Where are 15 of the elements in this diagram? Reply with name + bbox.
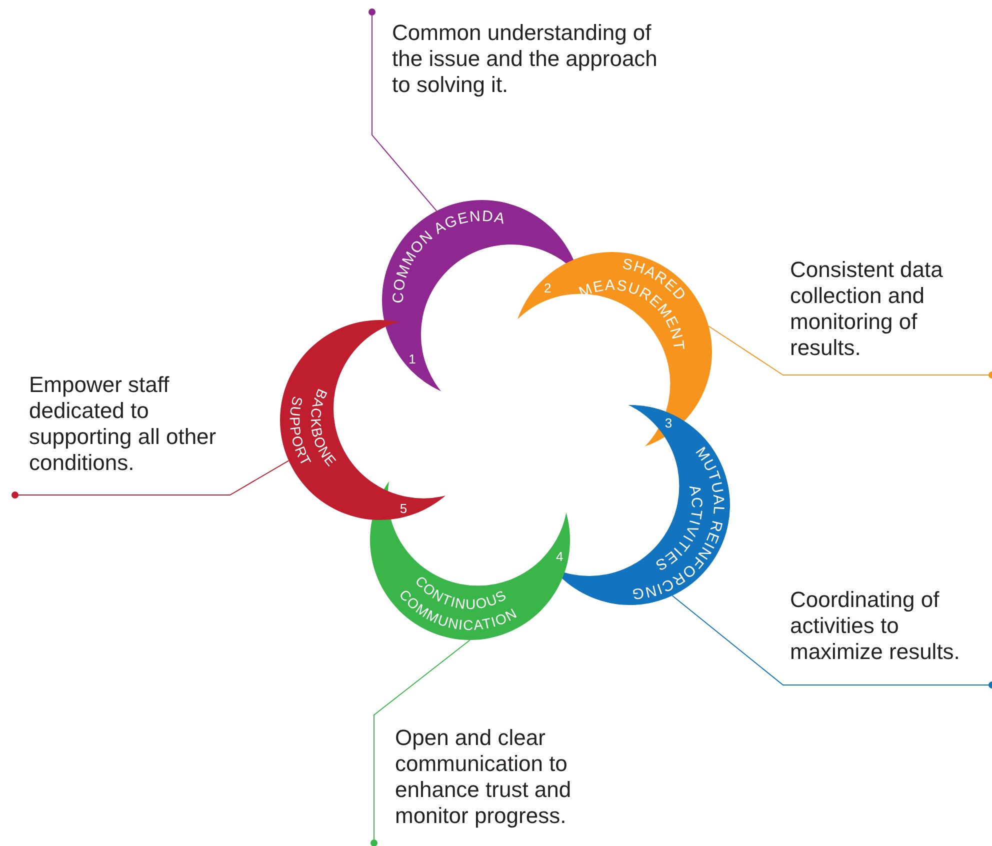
description-text: Consistent data collection and monitoring of results.	[790, 257, 944, 361]
leader-line	[370, 640, 470, 846]
description-text: Empower staff dedicated to supporting all other conditions.	[29, 372, 218, 476]
leader-line	[708, 326, 992, 378]
step-number: 2	[544, 280, 552, 296]
step-number: 4	[556, 548, 564, 564]
leader-line	[672, 595, 992, 688]
step-number: 3	[664, 416, 672, 431]
description-text: Common understanding of the issue and the approach to solving it.	[392, 20, 658, 98]
step-number: 1	[408, 352, 416, 366]
description-text: Coordinating of activities to maximize results.	[790, 587, 961, 665]
leader-line	[12, 460, 290, 498]
step-number: 5	[400, 500, 408, 516]
description-text: Open and clear communication to enhance trust and monitor progress.	[395, 725, 572, 829]
leader-line	[368, 8, 438, 212]
